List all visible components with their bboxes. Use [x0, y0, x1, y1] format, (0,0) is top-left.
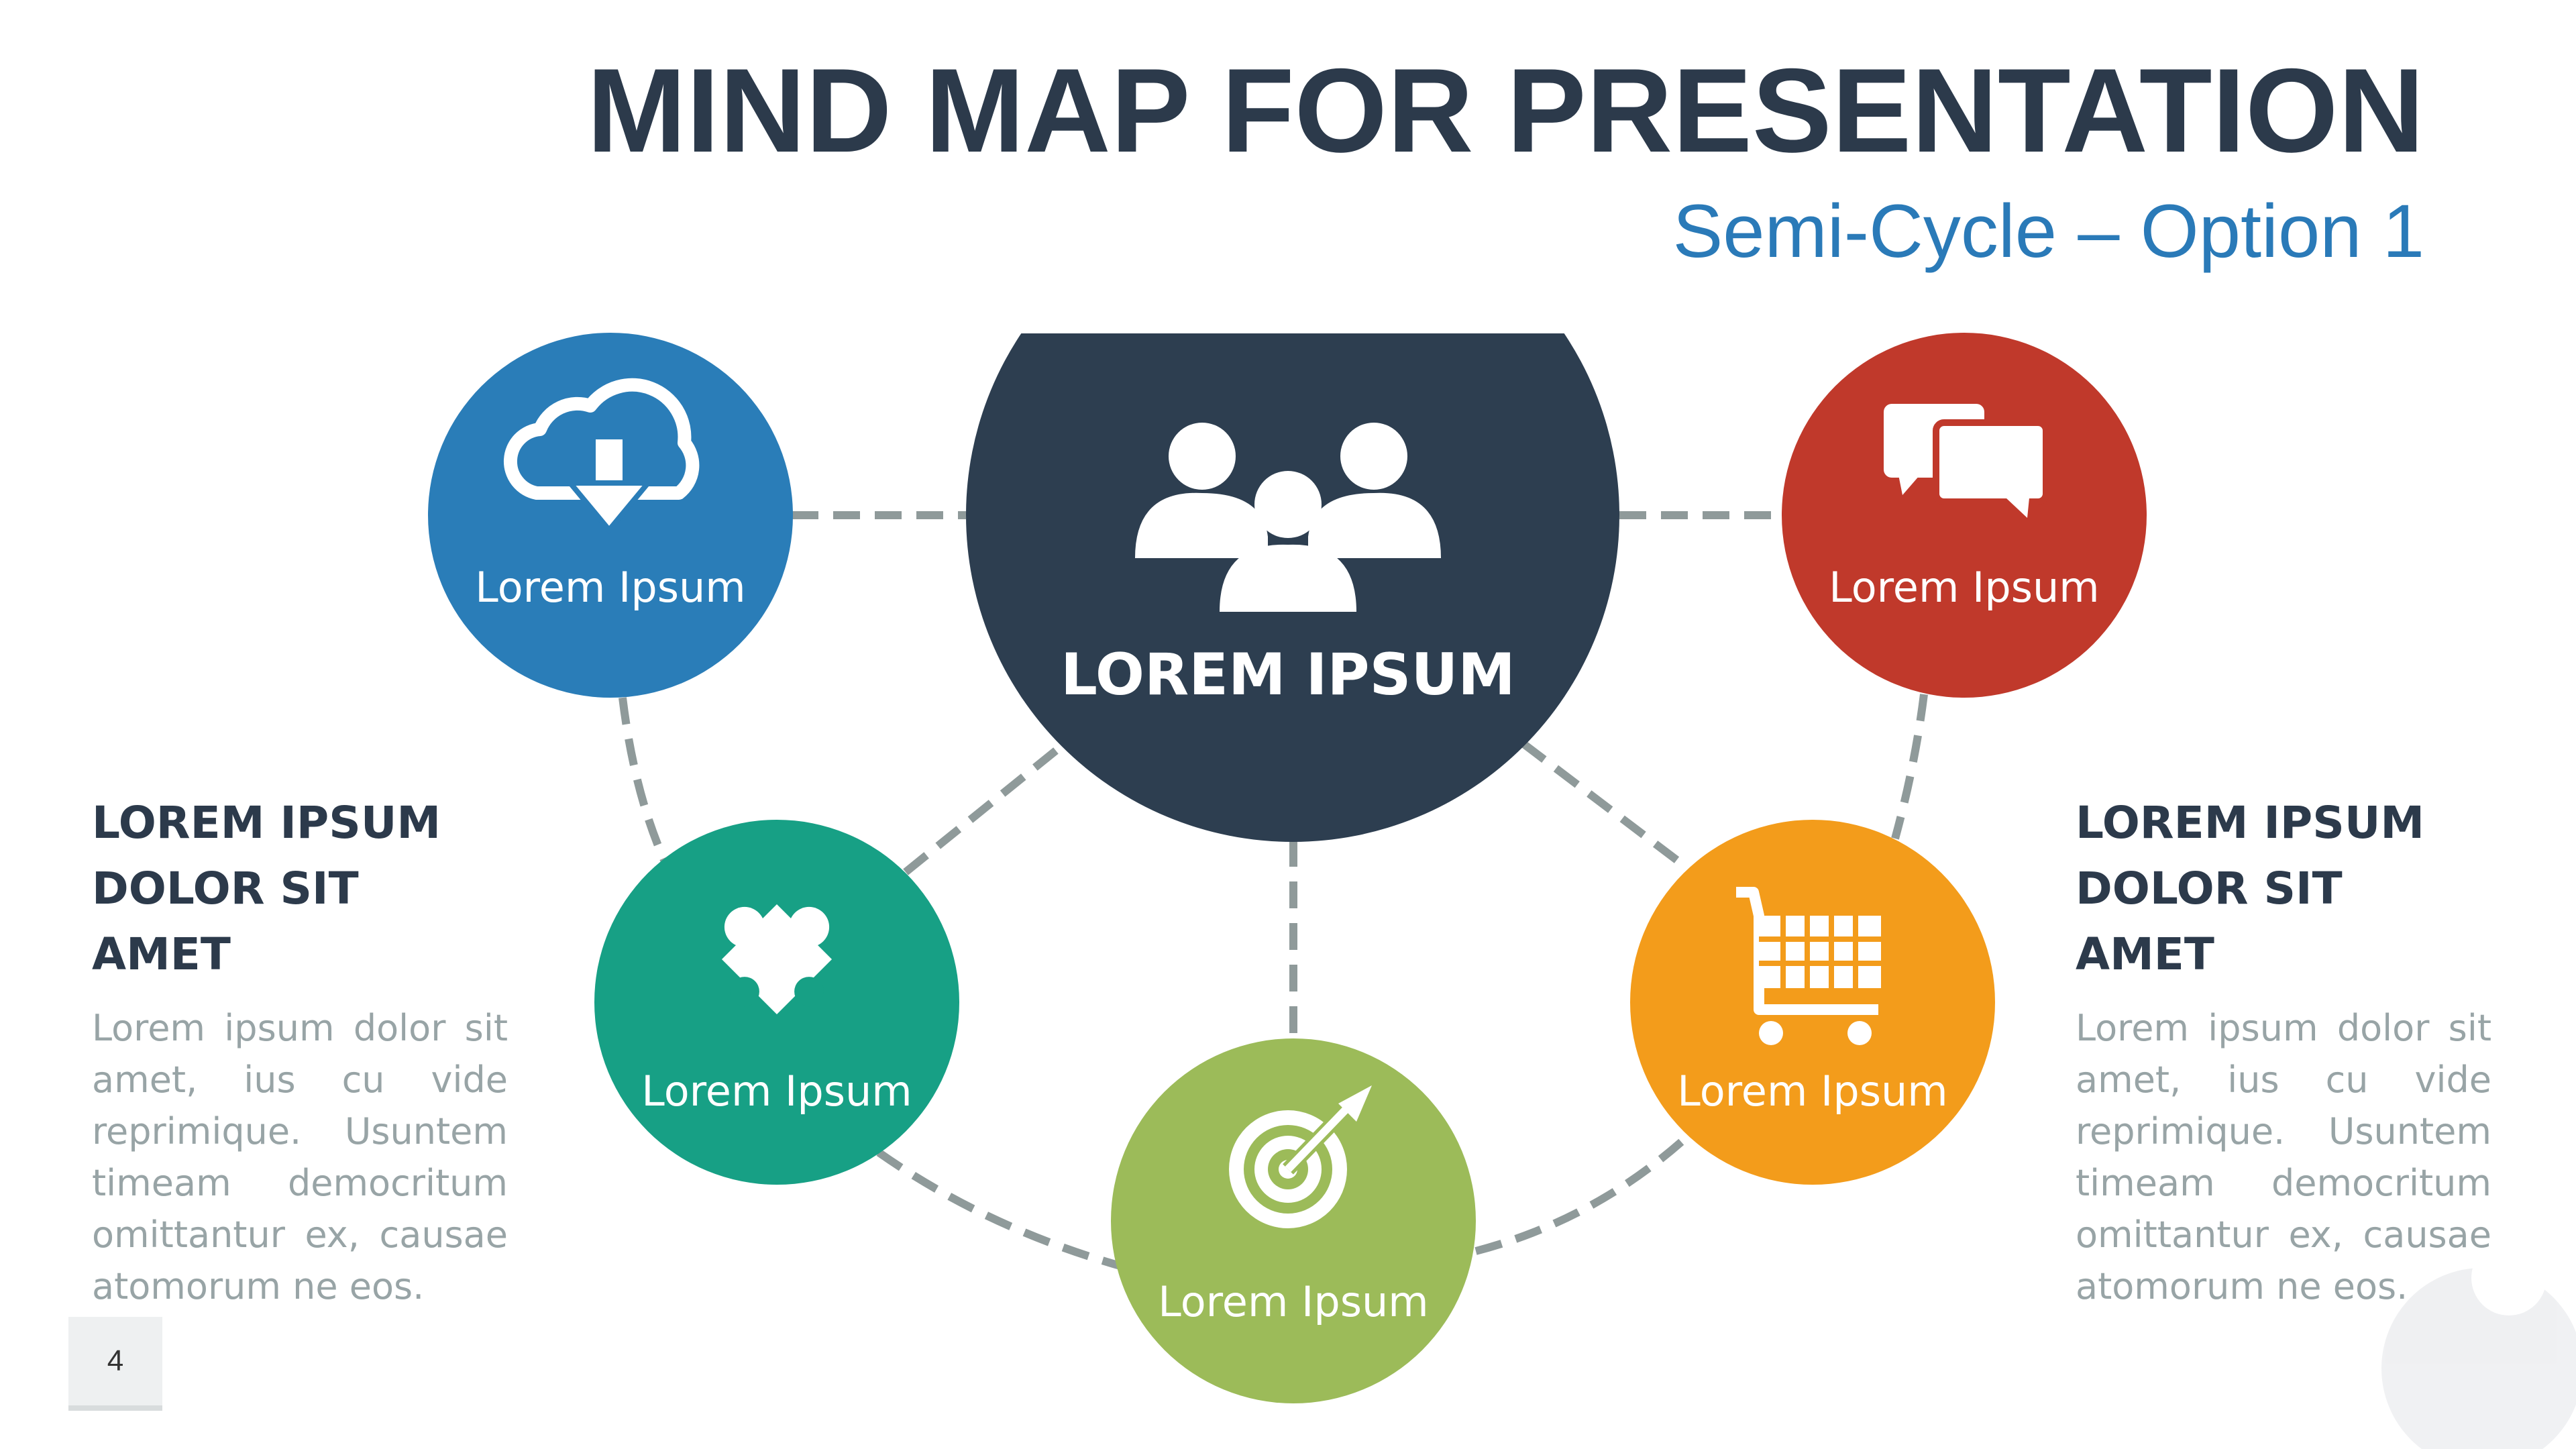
- node-cloud[interactable]: Lorem Ipsum: [428, 333, 793, 698]
- cloud-download-icon: [503, 378, 700, 535]
- left-heading-line2: DOLOR SIT AMET: [92, 863, 359, 980]
- chat-bubbles-icon: [1884, 404, 2049, 518]
- connector-cloud-puzzle: [619, 697, 668, 862]
- slide-subtitle: Semi-Cycle – Option 1: [1672, 189, 2424, 273]
- node-cart[interactable]: Lorem Ipsum: [1630, 820, 1995, 1185]
- right-body-text: Lorem ipsum dolor sit amet, ius cu vide …: [2076, 1007, 2491, 1307]
- connector-chat-cart: [1891, 694, 1928, 840]
- node-target-label: Lorem Ipsum: [1158, 1277, 1428, 1326]
- page-number: 4: [68, 1317, 162, 1411]
- node-target[interactable]: Lorem Ipsum: [1111, 1038, 1476, 1403]
- node-chat-circle: [1782, 333, 2147, 698]
- center-node[interactable]: LOREM IPSUM: [966, 189, 1619, 842]
- node-chat-label: Lorem Ipsum: [1829, 563, 2099, 612]
- connectors: [619, 511, 1928, 1270]
- watermark-logo: [2381, 1240, 2576, 1449]
- node-puzzle-label: Lorem Ipsum: [641, 1067, 912, 1116]
- left-heading-line1: LOREM IPSUM: [92, 797, 441, 849]
- shopping-cart-icon: [1736, 887, 1881, 1045]
- node-cart-circle: [1630, 820, 1995, 1185]
- slide-title: MIND MAP FOR PRESENTATION: [586, 44, 2424, 177]
- center-node-label: LOREM IPSUM: [1061, 641, 1515, 708]
- left-text-block: LOREM IPSUM DOLOR SIT AMET Lorem ipsum d…: [92, 790, 508, 1312]
- right-heading-line1: LOREM IPSUM: [2076, 797, 2425, 849]
- right-heading-line2: DOLOR SIT AMET: [2076, 863, 2343, 980]
- right-text-block: LOREM IPSUM DOLOR SIT AMET Lorem ipsum d…: [2076, 790, 2491, 1312]
- node-cart-label: Lorem Ipsum: [1677, 1067, 1947, 1116]
- connector-target-cart: [1474, 1130, 1694, 1255]
- node-chat[interactable]: Lorem Ipsum: [1782, 333, 2147, 698]
- node-cloud-label: Lorem Ipsum: [475, 563, 745, 612]
- left-body-text: Lorem ipsum dolor sit amet, ius cu vide …: [92, 1007, 508, 1307]
- connector-center-puzzle: [903, 741, 1066, 875]
- connector-center-cart: [1520, 740, 1686, 869]
- target-icon: [1229, 1085, 1372, 1228]
- puzzle-piece-icon: [721, 904, 833, 1015]
- people-group-icon: [1135, 423, 1441, 612]
- connector-puzzle-target: [876, 1149, 1122, 1270]
- node-puzzle[interactable]: Lorem Ipsum: [594, 820, 959, 1185]
